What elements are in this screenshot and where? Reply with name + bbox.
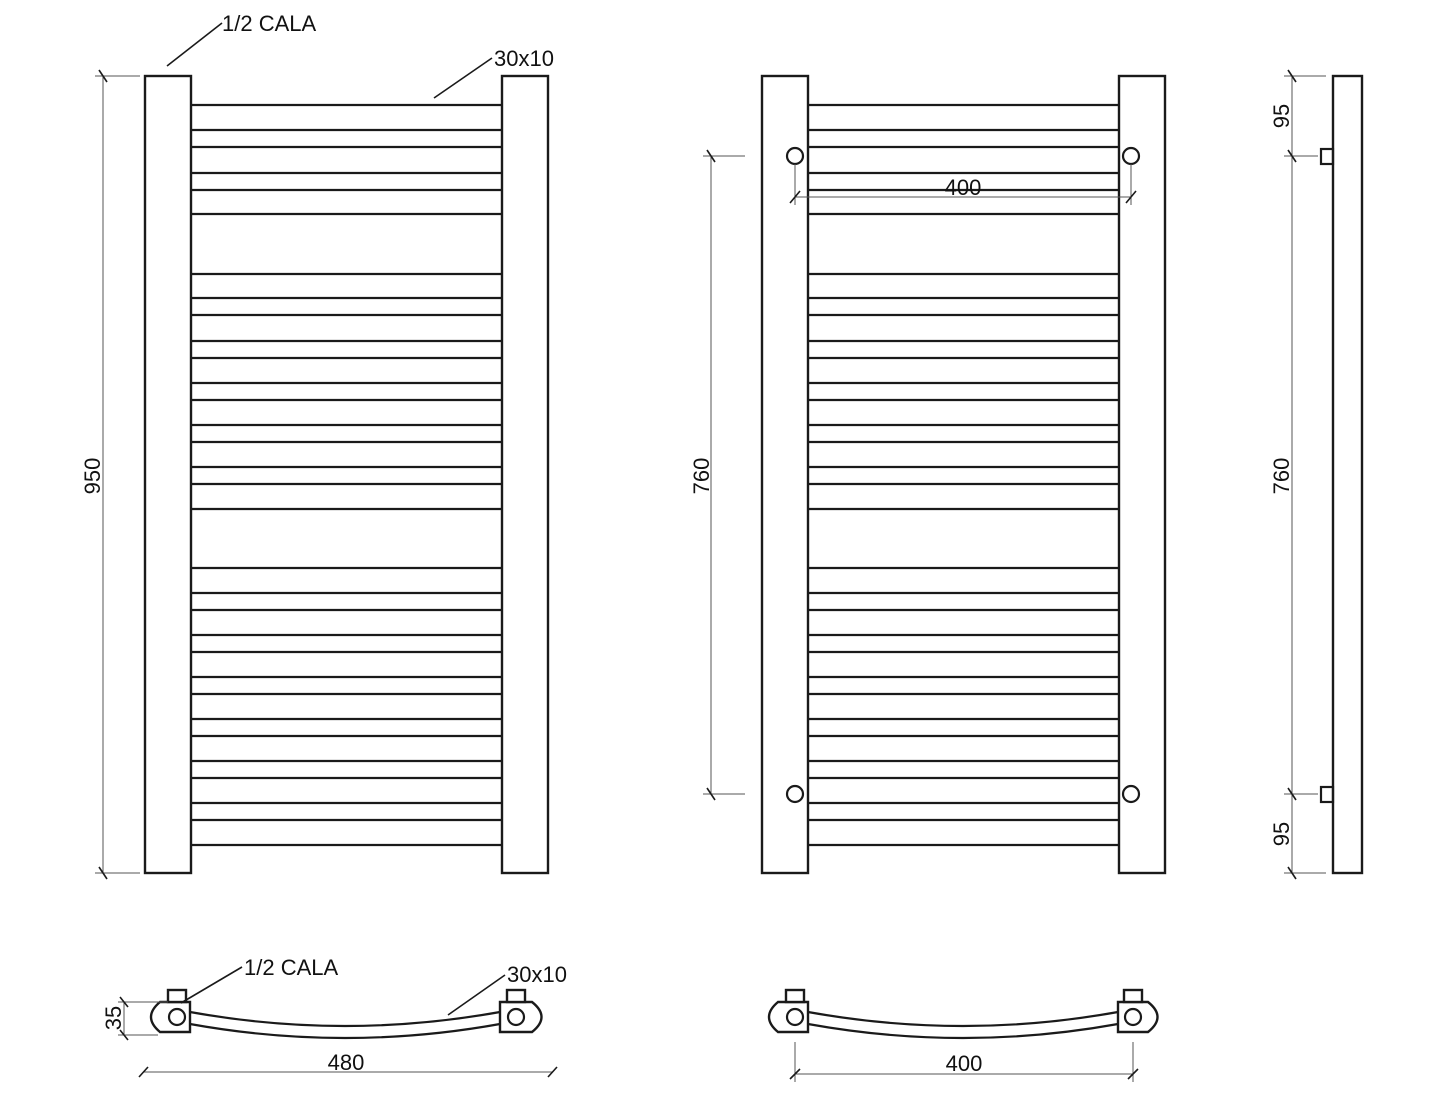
side-top-label: 95 (1269, 104, 1294, 128)
front-height-label: 950 (80, 458, 105, 495)
right-connection-ring-left (785, 1007, 805, 1027)
top-left-bar-leader (447, 974, 506, 1016)
side-view: 95 760 95 (1269, 69, 1364, 880)
depth-tick-bottom (119, 1029, 129, 1041)
side-bracket-bottom (1319, 785, 1335, 804)
depth-tick-top (119, 996, 129, 1008)
left-width-tick-right (547, 1066, 558, 1078)
side-tick-4 (1287, 866, 1297, 880)
right-curved-rail-upper (807, 1010, 1119, 1028)
side-bottom-label: 95 (1269, 822, 1294, 846)
back-width-tick-right (1125, 190, 1137, 204)
right-curved-rail-lower (807, 1022, 1119, 1040)
top-view-left: 1/2 CALA 30x10 35 480 (101, 955, 567, 1078)
front-right-riser (500, 74, 550, 875)
front-height-tick-top (98, 69, 108, 83)
top-left-bar-callout: 30x10 (507, 962, 567, 987)
back-rung-bars (808, 103, 1119, 847)
back-height-label: 760 (689, 458, 714, 495)
left-connection-ring-right (506, 1007, 526, 1027)
right-width-label: 400 (946, 1051, 983, 1076)
top-left-connection-callout: 1/2 CALA (244, 955, 338, 980)
top-view-right: 400 (767, 988, 1159, 1082)
right-connection-ring-right (1123, 1007, 1143, 1027)
side-tick-3 (1287, 787, 1297, 801)
back-height-tick-bottom (706, 787, 716, 801)
right-width-tick-right (1127, 1068, 1139, 1080)
back-view: 760 400 (689, 74, 1167, 875)
right-width-tick-left (789, 1068, 801, 1080)
side-tick-1 (1287, 69, 1297, 83)
left-curved-rail-upper (189, 1010, 501, 1028)
side-middle-label: 760 (1269, 458, 1294, 495)
back-width-tick-left (789, 190, 801, 204)
front-connection-leader (166, 22, 223, 67)
side-riser (1331, 74, 1364, 875)
back-width-label: 400 (945, 175, 982, 200)
front-height-tick-bottom (98, 866, 108, 880)
depth-label: 35 (101, 1006, 126, 1030)
left-valve-stub-left (166, 988, 188, 1004)
top-left-connection-leader (180, 966, 243, 1004)
left-valve-stub-right (505, 988, 527, 1004)
left-curved-rail-lower (189, 1022, 501, 1040)
left-end-cap-right (498, 1000, 543, 1034)
right-valve-stub-right (1122, 988, 1144, 1004)
front-bar-leader (433, 57, 493, 99)
front-connection-callout: 1/2 CALA (222, 11, 316, 36)
left-connection-ring-left (167, 1007, 187, 1027)
side-tick-2 (1287, 149, 1297, 163)
back-right-riser (1117, 74, 1167, 875)
left-width-tick-left (138, 1066, 149, 1078)
mount-hole-bottom-left (785, 784, 805, 804)
right-valve-stub-left (784, 988, 806, 1004)
front-left-riser (143, 74, 193, 875)
back-height-tick-top (706, 149, 716, 163)
back-left-riser (760, 74, 810, 875)
mount-hole-bottom-right (1121, 784, 1141, 804)
side-bracket-top (1319, 147, 1335, 166)
front-view: 950 1/2 CALA 30x10 (80, 11, 554, 880)
front-bar-callout: 30x10 (494, 46, 554, 71)
left-width-label: 480 (328, 1050, 365, 1075)
front-rung-bars (191, 103, 502, 847)
